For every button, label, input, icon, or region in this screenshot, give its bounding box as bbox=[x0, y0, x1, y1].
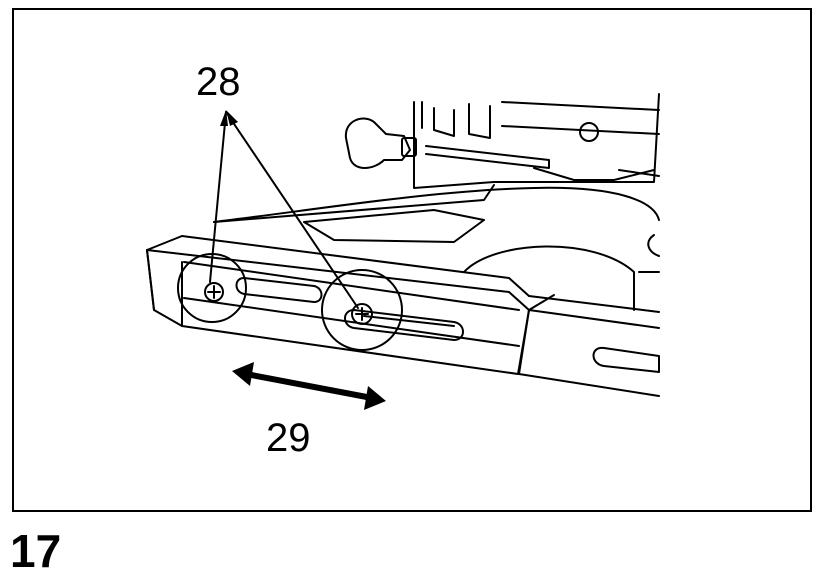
base-plate bbox=[213, 186, 660, 311]
rail-rear bbox=[518, 294, 660, 397]
rail-front bbox=[146, 235, 530, 375]
leader-arrowhead-right bbox=[226, 110, 238, 126]
illustration-frame: 28 29 bbox=[12, 8, 812, 512]
knob-icon bbox=[344, 117, 417, 169]
leader-line-left bbox=[209, 111, 227, 283]
figure-number: 17 bbox=[10, 525, 62, 577]
leader-arrowhead-left bbox=[220, 110, 228, 126]
mechanism-body bbox=[213, 93, 660, 223]
callout-label-adjust: 29 bbox=[266, 416, 311, 460]
screw-highlight-right bbox=[321, 269, 403, 351]
double-arrow-icon bbox=[232, 362, 386, 410]
screw-icon-right bbox=[351, 303, 373, 325]
screw-icon-left bbox=[204, 282, 224, 302]
assembly-illustration bbox=[146, 93, 660, 410]
callout-label-screws: 28 bbox=[196, 60, 241, 104]
leader-line-right bbox=[225, 111, 359, 309]
